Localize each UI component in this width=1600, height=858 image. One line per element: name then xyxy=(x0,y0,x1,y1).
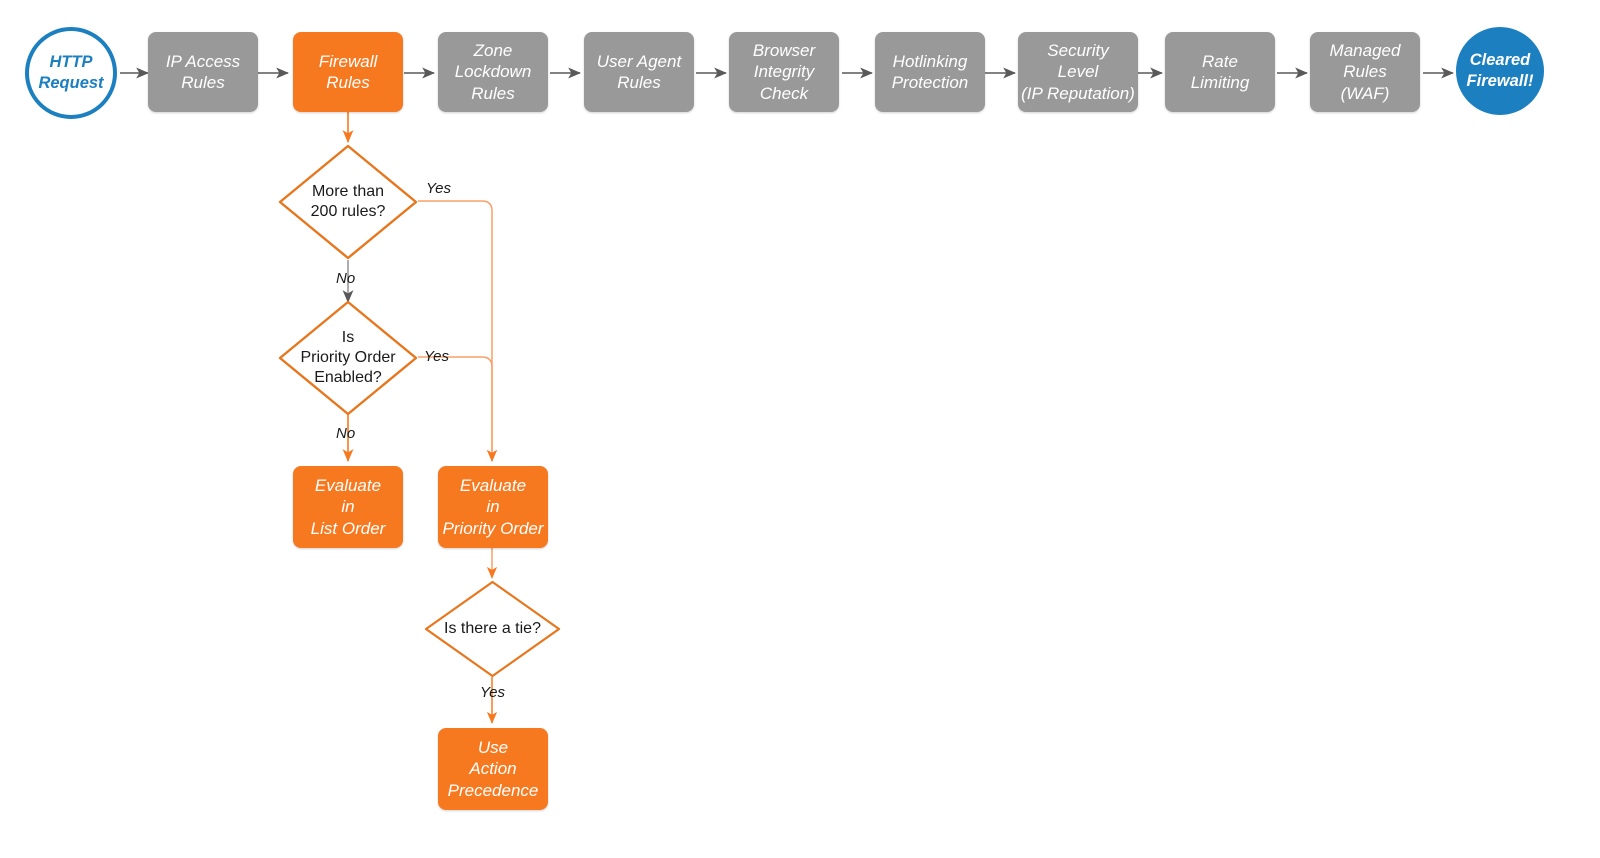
node-label: Browser Integrity Check xyxy=(752,41,816,103)
diamond-shape xyxy=(278,144,418,260)
node-label: Evaluate in List Order xyxy=(310,476,386,538)
decision-more-than-200-rules[interactable]: More than 200 rules? xyxy=(278,144,418,260)
node-browser-integrity-check[interactable]: Browser Integrity Check xyxy=(729,32,839,112)
node-cleared-firewall[interactable]: Cleared Firewall! xyxy=(1456,27,1544,115)
node-rate-limiting[interactable]: Rate Limiting xyxy=(1165,32,1275,112)
decision-label: Is there a tie? xyxy=(444,620,541,637)
edge-label-decision2-no: No xyxy=(336,425,356,442)
decision-is-there-a-tie[interactable]: Is there a tie? xyxy=(424,580,561,678)
edge-label-decision3-yes: Yes xyxy=(480,684,506,701)
node-evaluate-in-list-order[interactable]: Evaluate in List Order xyxy=(293,466,403,548)
decision-is-priority-order-enabled[interactable]: Is Priority Order Enabled? xyxy=(278,300,418,416)
node-label: Security Level (IP Reputation) xyxy=(1021,41,1135,103)
node-label: Managed Rules (WAF) xyxy=(1329,41,1401,103)
node-label: Rate Limiting xyxy=(1190,51,1250,92)
edge-label-decision1-no: No xyxy=(336,270,356,287)
node-zone-lockdown-rules[interactable]: Zone Lockdown Rules xyxy=(438,32,548,112)
node-use-action-precedence[interactable]: Use Action Precedence xyxy=(438,728,548,810)
node-http-request[interactable]: HTTP Request xyxy=(25,27,117,119)
node-ip-access-rules[interactable]: IP Access Rules xyxy=(148,32,258,112)
node-label: Evaluate in Priority Order xyxy=(442,476,544,538)
node-label: HTTP Request xyxy=(38,53,104,92)
decision-label: Is Priority Order Enabled? xyxy=(300,329,396,386)
node-label: IP Access Rules xyxy=(165,51,241,92)
edge-label-decision2-yes: Yes xyxy=(424,348,450,365)
node-label: Firewall Rules xyxy=(318,51,378,92)
edge-decision1-yes-to-priority-order xyxy=(418,200,498,462)
node-evaluate-in-priority-order[interactable]: Evaluate in Priority Order xyxy=(438,466,548,548)
edge-decision2-yes-to-priority-order xyxy=(418,356,498,462)
node-managed-rules-waf[interactable]: Managed Rules (WAF) xyxy=(1310,32,1420,112)
node-label: Hotlinking Protection xyxy=(891,51,969,92)
diamond-shape xyxy=(424,580,561,678)
node-label: Zone Lockdown Rules xyxy=(454,41,532,103)
decision-label: More than 200 rules? xyxy=(310,183,386,220)
node-hotlinking-protection[interactable]: Hotlinking Protection xyxy=(875,32,985,112)
node-label: Use Action Precedence xyxy=(447,738,539,800)
edge-label-decision1-yes: Yes xyxy=(426,180,452,197)
diamond-shape xyxy=(278,300,418,416)
node-security-level[interactable]: Security Level (IP Reputation) xyxy=(1018,32,1138,112)
node-firewall-rules[interactable]: Firewall Rules xyxy=(293,32,403,112)
node-label: User Agent Rules xyxy=(596,51,682,92)
node-user-agent-rules[interactable]: User Agent Rules xyxy=(584,32,694,112)
node-label: Cleared Firewall! xyxy=(1466,51,1534,90)
